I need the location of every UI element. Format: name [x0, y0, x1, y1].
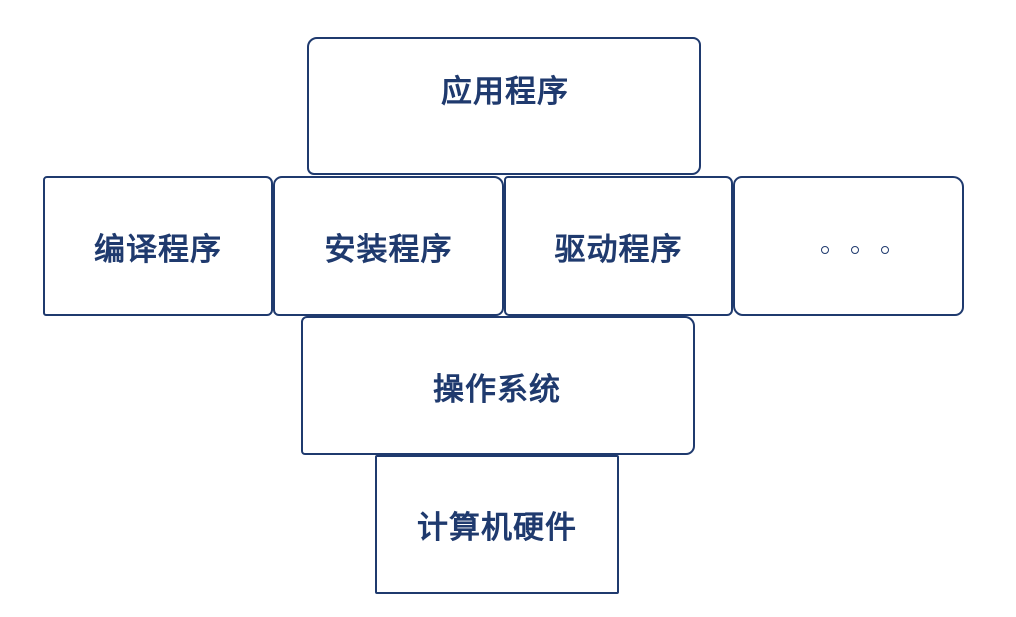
compiler-label: 编译程序 [94, 231, 222, 268]
driver-box: 驱动程序 [504, 176, 733, 316]
installer-box: 安装程序 [273, 176, 504, 316]
more-box [733, 176, 964, 316]
application-box: 应用程序 [307, 37, 701, 175]
application-label: 应用程序 [441, 73, 569, 110]
installer-label: 安装程序 [324, 231, 453, 268]
driver-label: 驱动程序 [554, 231, 683, 268]
hardware-label: 计算机硬件 [417, 510, 577, 546]
ellipsis-dot-1 [820, 246, 829, 254]
operating-system-box: 操作系统 [301, 316, 695, 455]
ellipsis-dot-2 [850, 246, 859, 254]
ellipsis-icon [820, 246, 889, 254]
ellipsis-dot-3 [880, 246, 889, 254]
operating-system-label: 操作系统 [433, 372, 561, 408]
hardware-box: 计算机硬件 [375, 455, 619, 594]
compiler-box: 编译程序 [43, 176, 273, 316]
